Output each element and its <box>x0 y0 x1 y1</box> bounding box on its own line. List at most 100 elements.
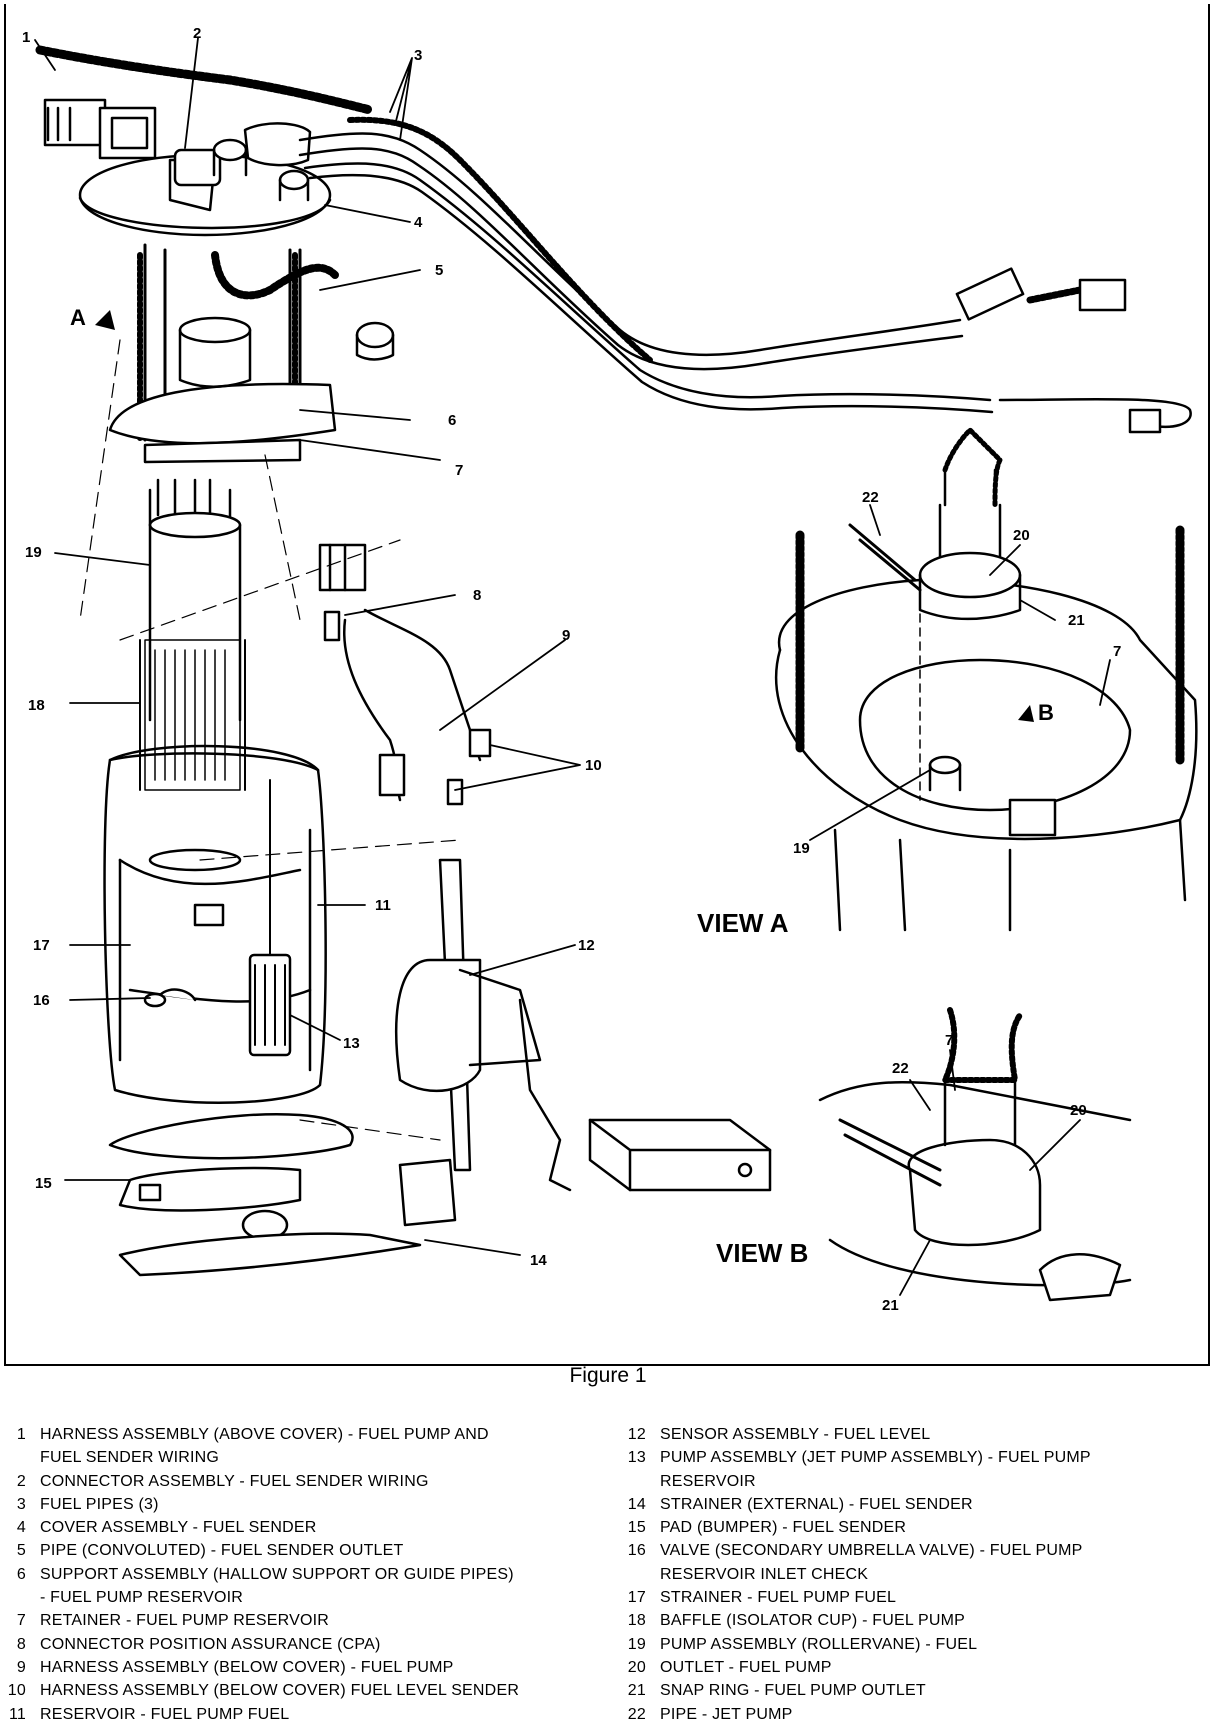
legend-item-text: PIPE - JET PUMP <box>660 1705 793 1723</box>
callout-6: 6 <box>448 412 456 429</box>
view-b-drawing <box>818 1007 1132 1302</box>
reservoir-assembly-drawing <box>103 478 327 1104</box>
legend-item: RESERVOIR <box>620 1470 1091 1493</box>
legend-item-number: 5 <box>16 1542 26 1560</box>
sensor-assembly-drawing <box>395 858 772 1227</box>
view-a-callout-22: 22 <box>862 489 879 506</box>
legend-item-text: CONNECTOR ASSEMBLY - FUEL SENDER WIRING <box>40 1472 429 1490</box>
legend-item-number: 6 <box>16 1565 26 1583</box>
legend-item: 13 PUMP ASSEMBLY (JET PUMP ASSEMBLY) - FU… <box>620 1446 1091 1469</box>
legend-item: 2 CONNECTOR ASSEMBLY - FUEL SENDER WIRING <box>0 1470 519 1493</box>
legend-item-text: PIPE (CONVOLUTED) - FUEL SENDER OUTLET <box>40 1542 404 1560</box>
legend-item-number: 2 <box>16 1472 26 1490</box>
callout-18: 18 <box>28 697 45 714</box>
legend-item-text: BAFFLE (ISOLATOR CUP) - FUEL PUMP <box>660 1612 966 1630</box>
callout-14: 14 <box>530 1252 547 1269</box>
legend-item-number <box>0 1586 26 1609</box>
arrow-a-label: A <box>70 305 86 330</box>
legend-item-text: SUPPORT ASSEMBLY (HALLOW SUPPORT OR GUID… <box>40 1565 514 1583</box>
view-b-label: VIEW B <box>716 1238 808 1268</box>
legend-item-number <box>620 1470 646 1493</box>
callout-1: 1 <box>22 29 30 46</box>
callout-9: 9 <box>562 627 570 644</box>
callout-4: 4 <box>414 214 423 231</box>
legend-item-number: 21 <box>627 1682 646 1700</box>
legend-item-text: HARNESS ASSEMBLY (ABOVE COVER) - FUEL PU… <box>40 1426 489 1443</box>
view-a-callout-19: 19 <box>793 840 810 857</box>
legend-item: 10 HARNESS ASSEMBLY (BELOW COVER) FUEL LE… <box>0 1679 519 1702</box>
callout-13: 13 <box>343 1035 360 1052</box>
callout-2: 2 <box>193 25 201 42</box>
legend-item: 20 OUTLET - FUEL PUMP <box>620 1656 1091 1679</box>
harness-assembly-drawing <box>35 45 375 160</box>
legend-item-text: FUEL SENDER WIRING <box>40 1449 220 1467</box>
legend-item-number <box>620 1563 646 1586</box>
legend-item-number: 16 <box>627 1542 646 1560</box>
legend-item: - FUEL PUMP RESERVOIR <box>0 1586 519 1609</box>
legend-item-text: COVER ASSEMBLY - FUEL SENDER <box>40 1519 317 1537</box>
legend-item-number: 14 <box>627 1495 646 1513</box>
legend-item-number: 10 <box>7 1682 26 1700</box>
legend-item-number: 17 <box>627 1589 646 1607</box>
callout-3: 3 <box>414 47 422 64</box>
support-assembly-drawing <box>108 243 395 464</box>
legend-item-text: HARNESS ASSEMBLY (BELOW COVER) FUEL LEVE… <box>40 1682 520 1700</box>
legend-item-number: 13 <box>627 1449 646 1467</box>
view-b-callout-22: 22 <box>892 1060 909 1077</box>
legend-item-text: VALVE (SECONDARY UMBRELLA VALVE) - FUEL … <box>660 1542 1083 1560</box>
callout-15: 15 <box>35 1175 52 1192</box>
view-b-callout-20: 20 <box>1070 1102 1087 1119</box>
diagram-frame: 1 2 3 4 5 6 7 8 9 10 11 12 13 14 15 16 1… <box>4 4 1210 1366</box>
view-b-callout-21: 21 <box>882 1297 899 1314</box>
legend-item-text: PAD (BUMPER) - FUEL SENDER <box>660 1519 907 1537</box>
strainer-drawing <box>108 1113 422 1277</box>
legend-item-number: 4 <box>16 1519 26 1537</box>
legend-item: 6 SUPPORT ASSEMBLY (HALLOW SUPPORT OR GUI… <box>0 1563 519 1586</box>
legend-item-text: RESERVOIR - FUEL PUMP FUEL <box>40 1705 290 1723</box>
legend-item-number: 19 <box>627 1635 646 1653</box>
view-a-callout-20: 20 <box>1013 527 1030 544</box>
legend-item-text: HARNESS ASSEMBLY (BELOW COVER) - FUEL PU… <box>40 1658 454 1676</box>
view-a-arrow-icon <box>95 310 115 330</box>
explode-lines <box>79 339 461 1141</box>
callout-11: 11 <box>375 897 391 914</box>
view-a-label: VIEW A <box>697 908 789 938</box>
view-a-callout-7: 7 <box>1113 643 1121 660</box>
legend-item-text: STRAINER (EXTERNAL) - FUEL SENDER <box>660 1495 973 1513</box>
fuel-pipes-drawing <box>298 116 1192 434</box>
legend-item-number: 3 <box>16 1495 26 1513</box>
legend-item-text: OUTLET - FUEL PUMP <box>660 1658 832 1676</box>
callout-5: 5 <box>435 262 443 279</box>
legend-item: RESERVOIR INLET CHECK <box>620 1563 1091 1586</box>
legend-item-text: RESERVOIR INLET CHECK <box>660 1565 869 1583</box>
callout-8: 8 <box>473 587 481 604</box>
legend-item-number: 15 <box>627 1519 646 1537</box>
callout-19: 19 <box>25 544 42 561</box>
view-b-callout-7: 7 <box>945 1032 953 1049</box>
legend-item-text: SENSOR ASSEMBLY - FUEL LEVEL <box>660 1426 931 1443</box>
callout-12: 12 <box>578 937 595 954</box>
legend-item: 15 PAD (BUMPER) - FUEL SENDER <box>620 1516 1091 1539</box>
legend-item-number: 20 <box>627 1658 646 1676</box>
view-a-callout-21: 21 <box>1068 612 1085 629</box>
legend-item-text: FUEL PIPES (3) <box>40 1495 159 1513</box>
legend-item-text: PUMP ASSEMBLY (JET PUMP ASSEMBLY) - FUEL… <box>660 1449 1091 1467</box>
legend-item-text: STRAINER - FUEL PUMP FUEL <box>660 1589 897 1607</box>
cover-assembly-drawing <box>78 122 332 237</box>
callout-16: 16 <box>33 992 50 1009</box>
callout-10: 10 <box>585 757 602 774</box>
legend-item-text: RESERVOIR <box>660 1472 756 1490</box>
callout-7: 7 <box>455 462 463 479</box>
legend-item-text: - FUEL PUMP RESERVOIR <box>40 1589 244 1607</box>
